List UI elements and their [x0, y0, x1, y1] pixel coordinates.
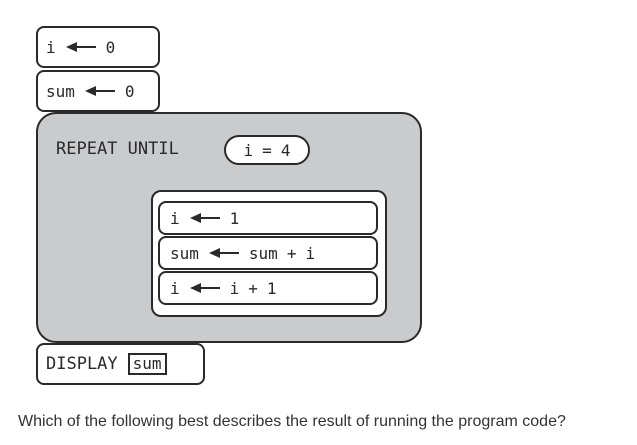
left-arrow-icon: [189, 213, 220, 223]
left-arrow-icon: [65, 42, 96, 52]
repeat-condition: i = 4: [224, 135, 310, 165]
expr-operator: +: [248, 278, 258, 298]
left-arrow-icon: [208, 248, 239, 258]
assign-i-increment-block: i i + 1: [158, 271, 378, 305]
assign-i-init-block: i 0: [36, 26, 160, 68]
condition-right: 4: [280, 140, 291, 160]
assign-value: 0: [124, 81, 135, 101]
expr-left: i: [229, 278, 240, 298]
left-arrow-icon: [84, 86, 115, 96]
expr-right: 1: [266, 278, 277, 298]
condition-operator: =: [262, 140, 272, 160]
assign-target: sum: [46, 81, 75, 101]
expr-operator: +: [286, 243, 297, 263]
repeat-until-keyword: REPEAT UNTIL: [56, 139, 179, 159]
expr-left: sum: [248, 243, 278, 263]
display-block: DISPLAY sum: [36, 343, 205, 385]
repeat-body: i 1 sum sum + i i i + 1: [151, 190, 387, 317]
assign-value: 0: [105, 37, 116, 57]
assign-target: i: [46, 37, 56, 57]
repeat-until-block: REPEAT UNTIL i = 4 i 1 sum sum + i i i: [36, 112, 422, 343]
question-text: Which of the following best describes th…: [18, 413, 566, 430]
assign-target: i: [170, 208, 180, 228]
assign-i-one-block: i 1: [158, 201, 378, 235]
assign-target: sum: [170, 243, 199, 263]
display-variable: sum: [127, 353, 167, 375]
left-arrow-icon: [189, 283, 220, 293]
expr-right: i: [305, 243, 316, 263]
assign-target: i: [170, 278, 180, 298]
condition-left: i: [243, 140, 254, 160]
display-keyword: DISPLAY: [46, 354, 118, 374]
assign-sum-plus-i-block: sum sum + i: [158, 236, 378, 270]
assign-sum-init-block: sum 0: [36, 70, 160, 112]
assign-value: 1: [229, 208, 240, 228]
